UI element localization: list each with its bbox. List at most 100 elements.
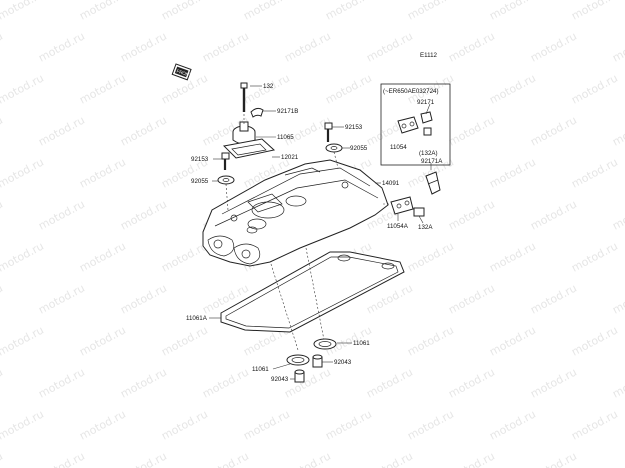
label-132A-inset: (132A) [419, 150, 438, 157]
label-132A: 132A [418, 224, 433, 231]
watermark-text: motod.ru [364, 29, 415, 64]
label-11061-right: 11061 [353, 340, 370, 347]
watermark-text: motod.ru [118, 197, 169, 232]
watermark-text: motod.ru [0, 239, 46, 274]
watermark-text: motod.ru [446, 281, 497, 316]
label-92171B: 92171B [277, 108, 298, 115]
inset-box: (~ER650AE032724) [380, 83, 451, 166]
watermark-text: motod.ru [528, 29, 579, 64]
watermark-text: motod.ru [569, 0, 620, 23]
watermark-text: motod.ru [0, 155, 46, 190]
watermark-text: motod.ru [405, 239, 456, 274]
collar-92043-left [290, 369, 305, 383]
watermark-text: motod.ru [118, 449, 169, 468]
watermark-text: motod.ru [323, 407, 374, 442]
plate-12021 [222, 138, 280, 159]
watermark-text: motod.ru [282, 29, 333, 64]
watermark-text: motod.ru [323, 71, 374, 106]
watermark-text: motod.ru [569, 323, 620, 358]
watermark-text: motod.ru [0, 365, 5, 400]
watermark-text: motod.ru [0, 113, 5, 148]
watermark-text: motod.ru [487, 323, 538, 358]
watermark-text: motod.ru [446, 197, 497, 232]
watermark-text: motod.ru [569, 239, 620, 274]
label-11054: 11054 [390, 144, 407, 151]
watermark-text: motod.ru [0, 323, 46, 358]
watermark-text: motod.ru [282, 113, 333, 148]
bolt-92153-left [213, 152, 230, 170]
watermark-text: motod.ru [610, 281, 625, 316]
watermark-text: motod.ru [200, 29, 251, 64]
label-92153-right: 92153 [345, 124, 363, 131]
watermark-text: motod.ru [36, 113, 87, 148]
watermark-text: motod.ru [446, 449, 497, 468]
label-11061-left: 11061 [252, 366, 269, 373]
collar-132A [413, 207, 425, 224]
watermark-text: motod.ru [364, 449, 415, 468]
watermark-text: motod.ru [241, 0, 292, 23]
watermark-text: motod.ru [0, 71, 46, 106]
leader-lines [225, 114, 391, 351]
seal-11061-right [313, 338, 352, 350]
watermark-text: motod.ru [569, 155, 620, 190]
inset-title: (~ER650AE032724) [383, 88, 439, 95]
bolt-92153-right [324, 122, 344, 142]
washer-92055-right [325, 143, 350, 153]
watermark-text: motod.ru [0, 407, 46, 442]
seal-11061-left [272, 354, 310, 370]
watermark-text: motod.ru [282, 449, 333, 468]
watermark-text: motod.ru [118, 29, 169, 64]
watermark-text: motod.ru [36, 365, 87, 400]
label-11054A: 11054A [387, 223, 409, 230]
gasket-11061A [209, 251, 405, 333]
watermark-text: motod.ru [36, 197, 87, 232]
watermark-text: motod.ru [405, 0, 456, 23]
hose-92171A [425, 163, 441, 195]
watermark-text: motod.ru [405, 407, 456, 442]
watermark-text: motod.ru [405, 323, 456, 358]
cylinder-head-cover-14091 [202, 159, 389, 267]
watermark-text: motod.ru [610, 29, 625, 64]
watermark-text: motod.ru [610, 113, 625, 148]
watermark-text: motod.ru [159, 323, 210, 358]
label-11061A: 11061A [186, 315, 208, 322]
watermark-text: motod.ru [364, 365, 415, 400]
watermark-text: motod.ru [36, 281, 87, 316]
watermark-text: motod.ru [0, 197, 5, 232]
watermark-text: motod.ru [200, 449, 251, 468]
front-arrow-icon: FRONT [171, 63, 193, 81]
hose-92171B [250, 107, 276, 118]
watermark-text: motod.ru [528, 197, 579, 232]
label-92043-left: 92043 [271, 376, 289, 383]
watermark-text: motod.ru [610, 449, 625, 468]
part-labels: 132 92171B 11065 92153 92153 92055 92055… [186, 83, 443, 383]
watermark-text: motod.ru [118, 113, 169, 148]
watermark-text: motod.ru [77, 155, 128, 190]
watermark-text: motod.ru [446, 29, 497, 64]
front-label: FRONT [176, 68, 193, 78]
watermark-text: motod.ru [528, 449, 579, 468]
watermark-text: motod.ru [241, 407, 292, 442]
watermark-text: motod.ru [77, 0, 128, 23]
label-92055-right: 92055 [350, 145, 368, 152]
label-92171A: 92171A [421, 158, 443, 165]
watermark-text: motod.ru [159, 0, 210, 23]
watermark-text: motod.ru [200, 365, 251, 400]
label-14091: 14091 [382, 180, 400, 187]
watermark-text: motod.ru [36, 449, 87, 468]
watermark-text: motod.ru [36, 29, 87, 64]
watermark-text: motod.ru [323, 0, 374, 23]
watermark-text: motod.ru [528, 113, 579, 148]
washer-92055-left [212, 175, 235, 185]
watermark-text: motod.ru [569, 71, 620, 106]
watermark-text: motod.ru [77, 407, 128, 442]
watermark-text: motod.ru [118, 281, 169, 316]
watermark-text: motod.ru [528, 365, 579, 400]
watermark-text: motod.ru [159, 239, 210, 274]
watermark-text: motod.ru [0, 0, 46, 23]
watermark-text: motod.ru [487, 407, 538, 442]
watermark-text: motod.ru [282, 365, 333, 400]
watermark-text: motod.ru [487, 239, 538, 274]
